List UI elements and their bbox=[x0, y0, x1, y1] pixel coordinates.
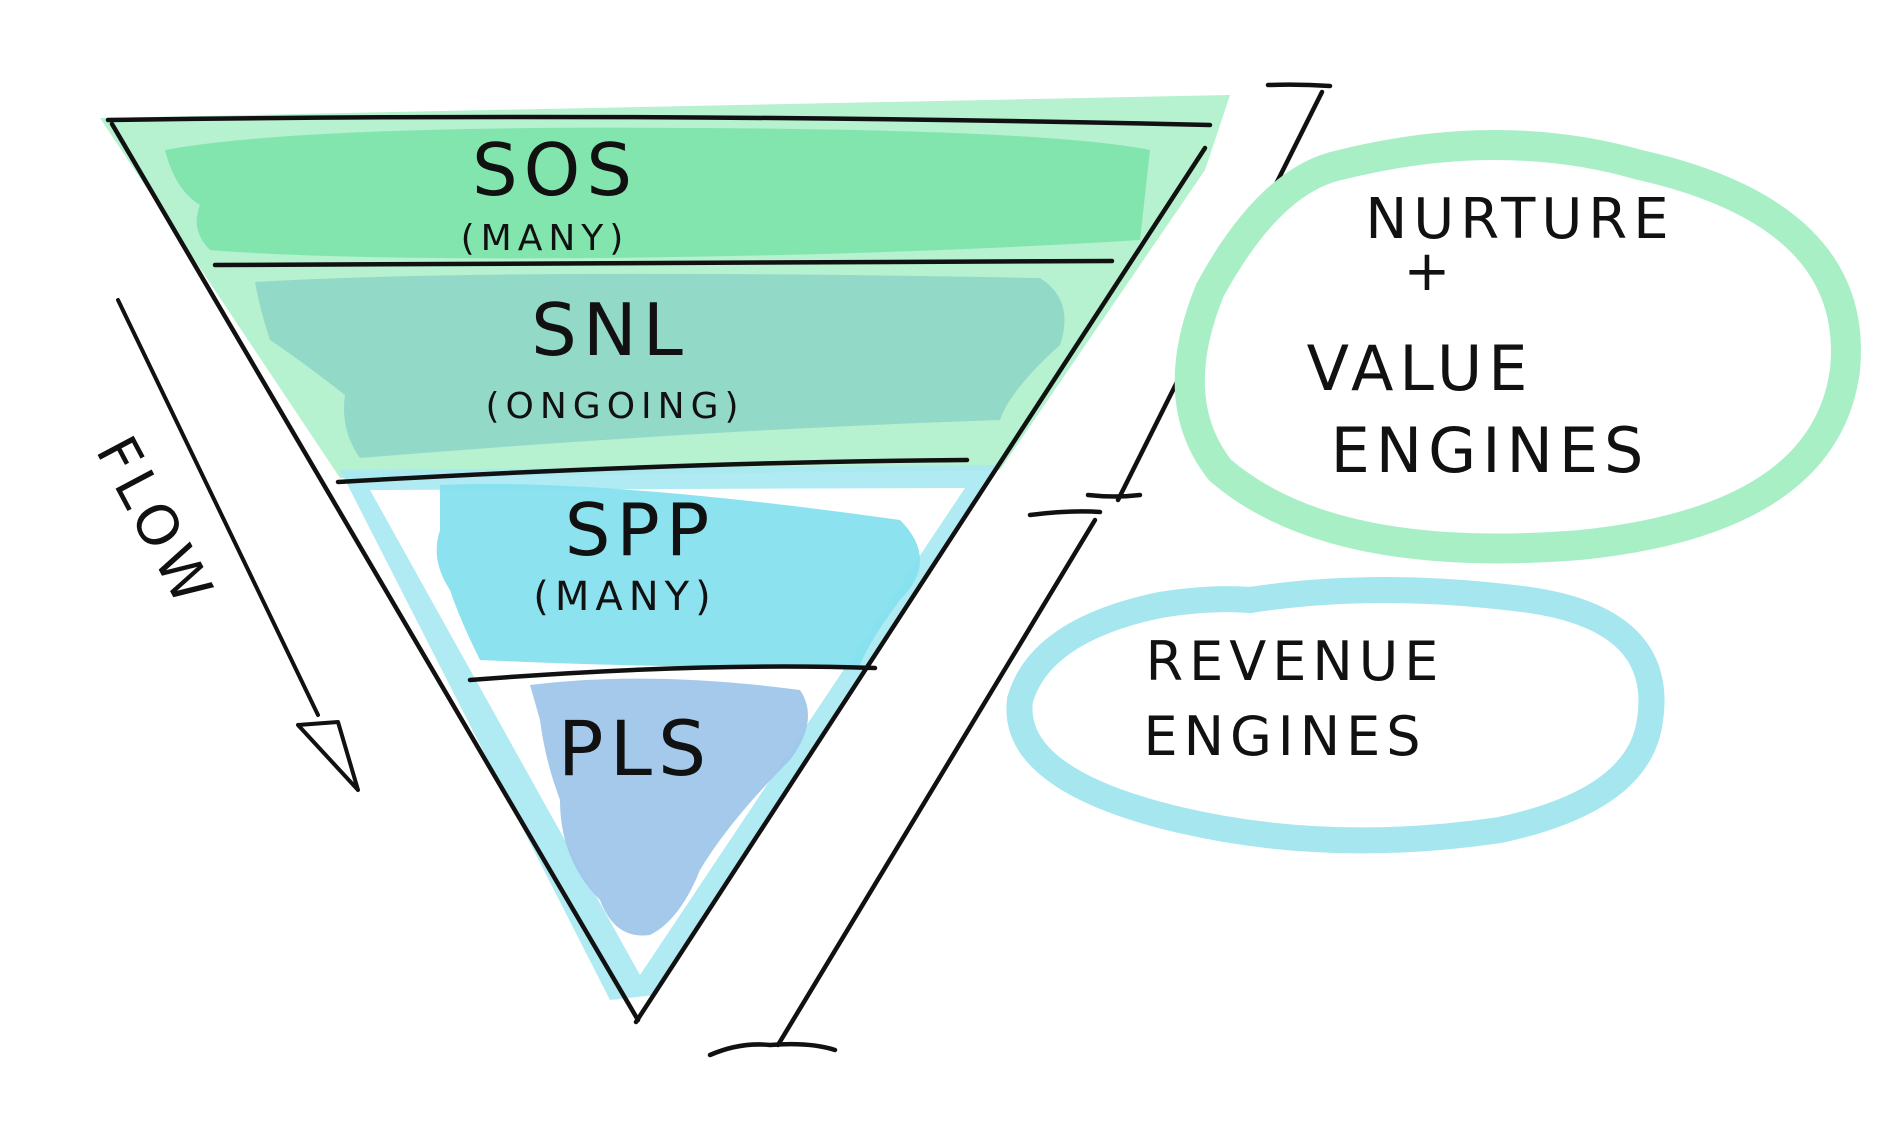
funnel-right-side bbox=[633, 145, 1208, 1025]
funnel-left-side bbox=[109, 121, 641, 1023]
bracket-lower-bottom-cap bbox=[707, 1041, 838, 1058]
bracket-lower-line bbox=[775, 517, 1098, 1048]
value-engines-label: ENGINES bbox=[1331, 414, 1650, 487]
group-rings bbox=[1006, 130, 1861, 854]
group-labels: NURTURE + VALUE ENGINES REVENUE ENGINES bbox=[1143, 187, 1674, 768]
stage-fills bbox=[165, 127, 1150, 936]
flow-arrow-head bbox=[296, 720, 360, 792]
flow-arrow-shaft bbox=[116, 298, 320, 717]
bracket-upper-top-cap bbox=[1265, 82, 1333, 89]
stage-pls-fill bbox=[530, 678, 808, 936]
stage-labels: SOS (MANY) SNL (ONGOING) SPP (MANY) PLS bbox=[461, 128, 744, 793]
flow-arrow bbox=[116, 298, 360, 792]
nurture-ring bbox=[1174, 130, 1861, 564]
stage-pls-label: PLS bbox=[558, 704, 712, 793]
funnel-top-line bbox=[105, 114, 1213, 128]
stage-snl-fill bbox=[255, 273, 1065, 458]
divider-spp-pls bbox=[467, 664, 878, 683]
stage-sos-label: SOS bbox=[472, 128, 638, 212]
stage-snl-label: SNL bbox=[531, 288, 689, 372]
revenue-engines-label: ENGINES bbox=[1143, 705, 1426, 768]
revenue-label: REVENUE bbox=[1146, 630, 1445, 693]
bracket-lower-top-cap bbox=[1027, 509, 1103, 518]
stage-sos-note: (MANY) bbox=[461, 218, 630, 259]
stage-sos-fill bbox=[165, 127, 1150, 259]
revenue-ring bbox=[1006, 577, 1665, 854]
stage-snl-note: (ONGOING) bbox=[485, 386, 744, 427]
value-label: VALUE bbox=[1307, 332, 1534, 405]
divider-sos-snl bbox=[212, 258, 1115, 268]
flow-label: FLOW bbox=[83, 426, 227, 620]
divider-snl-spp bbox=[335, 457, 970, 485]
nurture-plus: + bbox=[1404, 239, 1457, 304]
stage-spp-fill bbox=[436, 484, 920, 667]
stage-spp-note: (MANY) bbox=[533, 574, 716, 620]
funnel-ink bbox=[105, 114, 1213, 1025]
stage-spp-label: SPP bbox=[565, 488, 716, 572]
nurture-label: NURTURE bbox=[1365, 187, 1674, 252]
bracket-upper-bottom-cap bbox=[1085, 492, 1143, 499]
